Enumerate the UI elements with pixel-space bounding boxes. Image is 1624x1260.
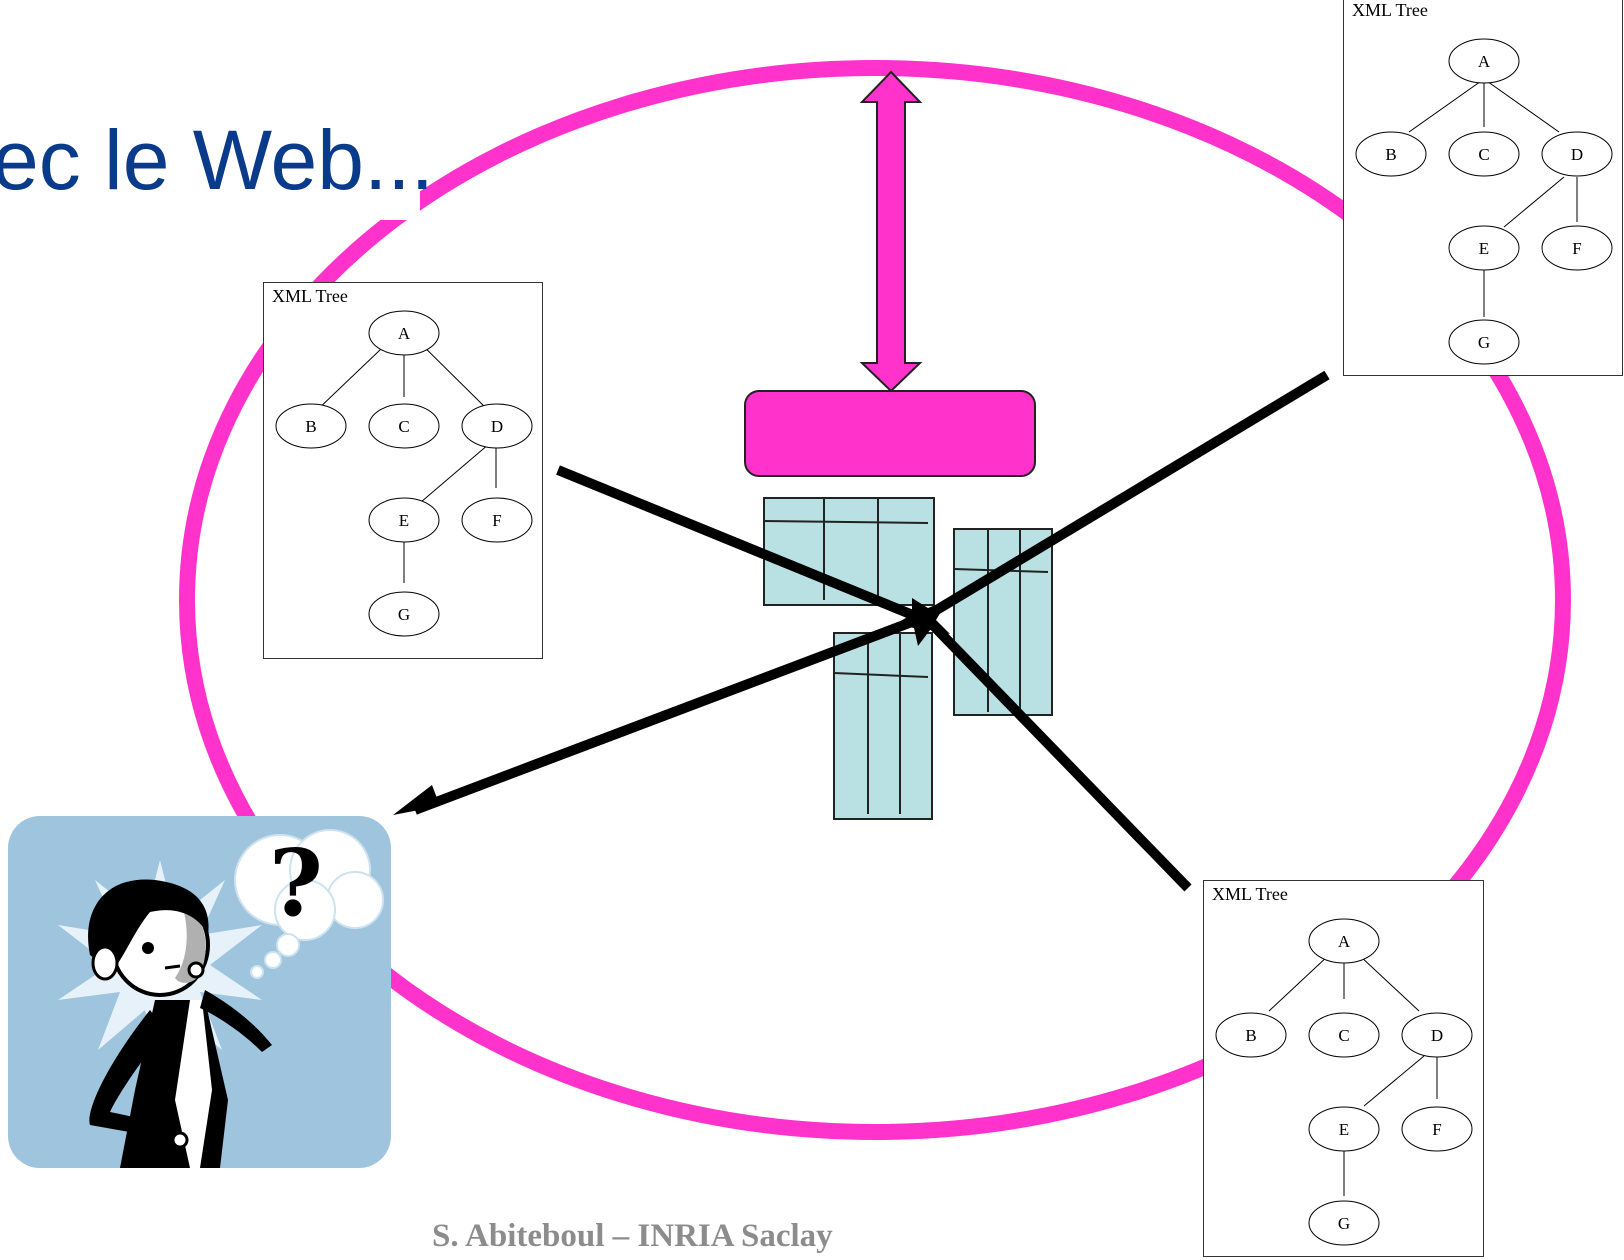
- xml-tree-title: XML Tree: [1212, 884, 1288, 904]
- node-c: C: [398, 417, 409, 436]
- node-b: B: [1385, 145, 1396, 164]
- node-a: A: [1478, 52, 1491, 71]
- xml-tree-box-top-right: XML Tree A B C D E F G: [1343, 0, 1623, 376]
- node-b: B: [305, 417, 316, 436]
- node-d: D: [1571, 145, 1583, 164]
- question-mark-icon: ?: [269, 829, 323, 937]
- node-g: G: [398, 605, 410, 624]
- node-g: G: [1338, 1214, 1350, 1233]
- web-ring: [179, 60, 1571, 1140]
- node-f: F: [1572, 239, 1581, 258]
- xml-tree-title: XML Tree: [272, 286, 348, 306]
- node-f: F: [1432, 1120, 1441, 1139]
- node-a: A: [1338, 932, 1351, 951]
- slide-title: ec le Web...: [0, 113, 434, 207]
- node-e: E: [1479, 239, 1489, 258]
- xml-tree-graph: A B C D E F G: [1355, 38, 1613, 365]
- node-f: F: [492, 511, 501, 530]
- arrow-to-user-head: [393, 785, 440, 815]
- node-c: C: [1478, 145, 1489, 164]
- double-arrow: [859, 70, 923, 393]
- node-g: G: [1478, 333, 1490, 352]
- node-e: E: [1339, 1120, 1349, 1139]
- node-d: D: [1431, 1026, 1443, 1045]
- xml-tree-graph: A B C D E F G: [275, 310, 533, 637]
- xml-tree-graph: A B C D E F G: [1215, 918, 1473, 1246]
- node-c: C: [1338, 1026, 1349, 1045]
- central-star: [896, 598, 950, 646]
- thought-bubble-icon: [234, 829, 384, 979]
- xml-tree-box-left: XML Tree A B C D E F G: [263, 282, 543, 659]
- connector-lines: [413, 370, 1330, 892]
- node-a: A: [398, 324, 411, 343]
- footer-credit: S. Abiteboul – INRIA Saclay: [432, 1218, 833, 1254]
- user-card: ?: [8, 816, 391, 1168]
- node-d: D: [491, 417, 503, 436]
- node-e: E: [399, 511, 409, 530]
- title-backdrop: [0, 110, 420, 220]
- xml-tree-title: XML Tree: [1352, 0, 1428, 20]
- node-b: B: [1245, 1026, 1256, 1045]
- xml-tree-box-bottom-right: XML Tree A B C D E F G: [1203, 880, 1484, 1257]
- confused-user-icon: [88, 879, 272, 1168]
- integration-engine: [744, 390, 1036, 477]
